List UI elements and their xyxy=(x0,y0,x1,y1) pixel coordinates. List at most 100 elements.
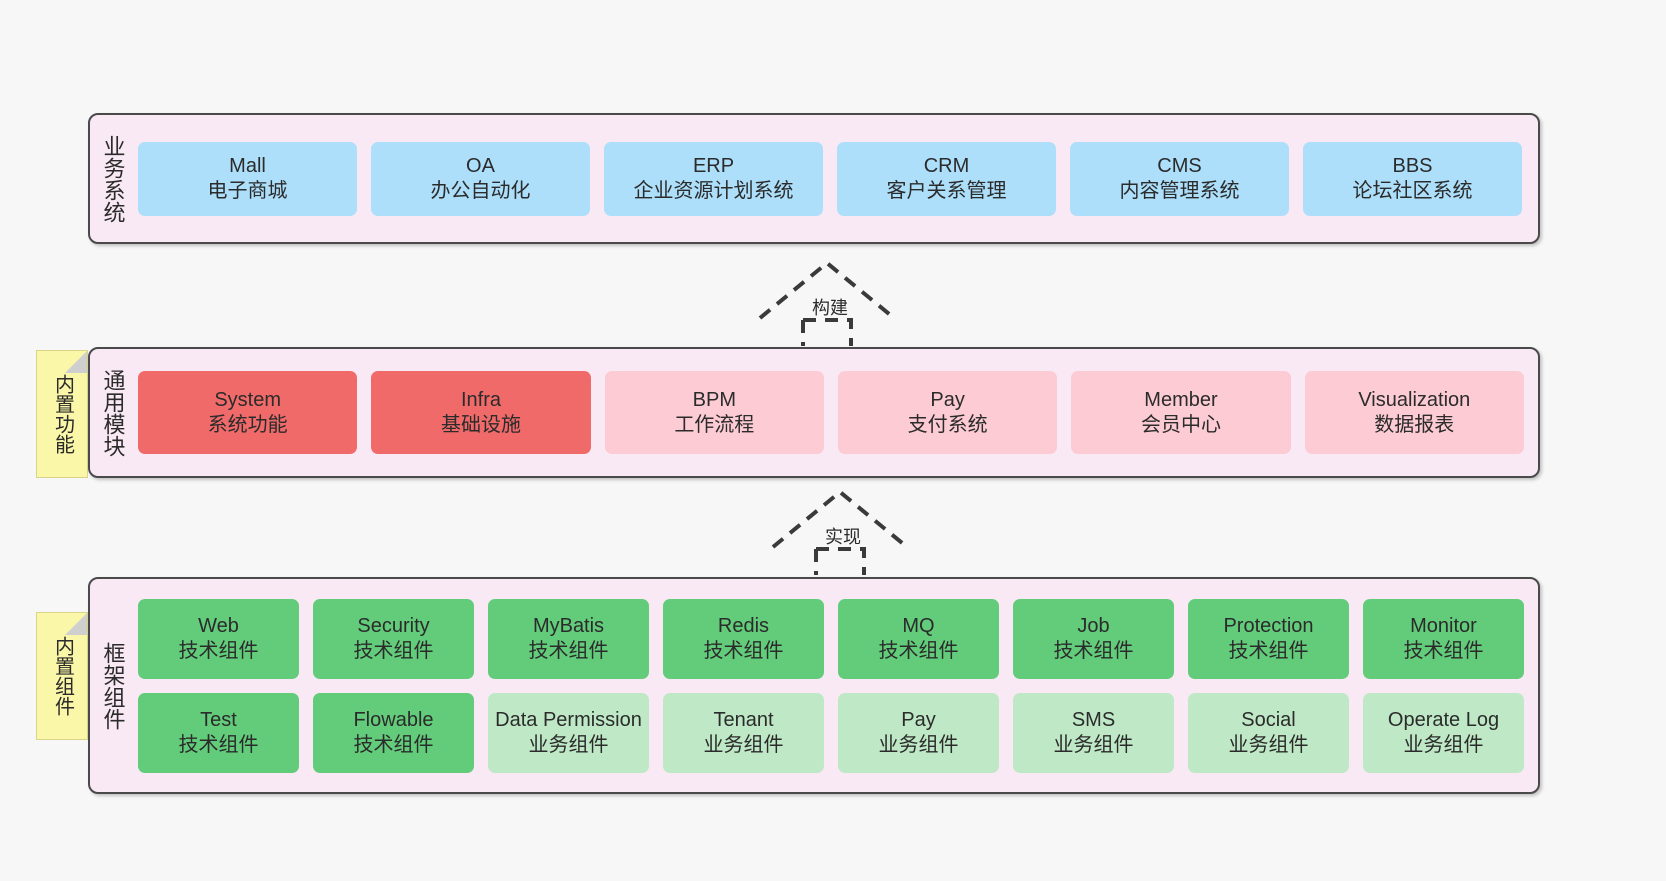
layer-title-business-systems: 业务系统 xyxy=(100,134,126,223)
module-name-en: Operate Log xyxy=(1387,709,1500,732)
connector-stem xyxy=(801,318,853,346)
module-name-cn: 技术组件 xyxy=(353,639,434,662)
module-name-en: MyBatis xyxy=(532,615,605,638)
module-name-cn: 客户关系管理 xyxy=(886,179,1007,202)
note-built-in-components: 内置组件 xyxy=(36,612,88,740)
module-row: Test 技术组件 Flowable 技术组件 Data Permission … xyxy=(138,692,1524,773)
module-box-data-permission[interactable]: Data Permission 业务组件 xyxy=(488,692,649,773)
module-name-cn: 会员中心 xyxy=(1140,413,1221,436)
module-name-cn: 技术组件 xyxy=(878,639,959,662)
module-name-en: Member xyxy=(1144,389,1218,412)
module-name-en: OA xyxy=(466,155,495,178)
module-box-redis[interactable]: Redis 技术组件 xyxy=(663,598,824,679)
module-name-en: Flowable xyxy=(353,709,434,732)
module-box-cms[interactable]: CMS 内容管理系统 xyxy=(1070,141,1289,216)
module-name-cn: 业务组件 xyxy=(703,733,784,756)
module-box-job[interactable]: Job 技术组件 xyxy=(1013,598,1174,679)
module-name-en: System xyxy=(214,389,281,412)
module-box-web[interactable]: Web 技术组件 xyxy=(138,598,299,679)
module-box-operate-log[interactable]: Operate Log 业务组件 xyxy=(1363,692,1524,773)
module-box-member[interactable]: Member 会员中心 xyxy=(1071,371,1291,454)
note-built-in-features: 内置功能 xyxy=(36,350,88,478)
module-name-cn: 支付系统 xyxy=(907,413,988,436)
module-name-cn: 企业资源计划系统 xyxy=(633,179,794,202)
module-name-cn: 技术组件 xyxy=(528,639,609,662)
module-name-en: MQ xyxy=(902,615,935,638)
module-name-cn: 技术组件 xyxy=(178,733,259,756)
layer-body-common-modules: System 系统功能 Infra 基础设施 BPM 工作流程 Pay 支付系统… xyxy=(134,349,1538,476)
module-row: System 系统功能 Infra 基础设施 BPM 工作流程 Pay 支付系统… xyxy=(138,371,1524,454)
module-box-flowable[interactable]: Flowable 技术组件 xyxy=(313,692,474,773)
module-box-test[interactable]: Test 技术组件 xyxy=(138,692,299,773)
module-box-monitor[interactable]: Monitor 技术组件 xyxy=(1363,598,1524,679)
module-box-visualization[interactable]: Visualization 数据报表 xyxy=(1304,371,1524,454)
layer-business-systems: 业务系统 Mall 电子商城 OA 办公自动化 ERP 企业资源计划系统 CRM… xyxy=(88,113,1540,244)
module-name-cn: 业务组件 xyxy=(528,733,609,756)
note-label: 内置功能 xyxy=(51,374,74,454)
module-name-en: CRM xyxy=(923,155,970,178)
module-name-cn: 技术组件 xyxy=(1228,639,1309,662)
module-box-social[interactable]: Social 业务组件 xyxy=(1188,692,1349,773)
module-box-erp[interactable]: ERP 企业资源计划系统 xyxy=(604,141,823,216)
module-box-oa[interactable]: OA 办公自动化 xyxy=(371,141,590,216)
module-name-en: Redis xyxy=(717,615,770,638)
module-box-pay-business[interactable]: Pay 业务组件 xyxy=(838,692,999,773)
module-name-cn: 技术组件 xyxy=(1403,639,1484,662)
module-name-en: Tenant xyxy=(713,709,774,732)
module-box-protection[interactable]: Protection 技术组件 xyxy=(1188,598,1349,679)
module-box-sms[interactable]: SMS 业务组件 xyxy=(1013,692,1174,773)
module-box-tenant[interactable]: Tenant 业务组件 xyxy=(663,692,824,773)
module-name-en: Visualization xyxy=(1358,389,1471,412)
module-name-en: SMS xyxy=(1071,709,1116,732)
module-box-crm[interactable]: CRM 客户关系管理 xyxy=(837,141,1056,216)
module-name-en: Data Permission xyxy=(495,709,642,732)
module-name-cn: 业务组件 xyxy=(1403,733,1484,756)
module-box-mybatis[interactable]: MyBatis 技术组件 xyxy=(488,598,649,679)
layer-body-framework-components: Web 技术组件 Security 技术组件 MyBatis 技术组件 Redi… xyxy=(134,579,1538,792)
module-box-pay[interactable]: Pay 支付系统 xyxy=(837,371,1058,454)
module-name-en: Pay xyxy=(930,389,965,412)
module-row: Mall 电子商城 OA 办公自动化 ERP 企业资源计划系统 CRM 客户关系… xyxy=(138,141,1522,216)
layer-body-business-systems: Mall 电子商城 OA 办公自动化 ERP 企业资源计划系统 CRM 客户关系… xyxy=(134,115,1538,242)
connector-label-implement: 实现 xyxy=(825,527,861,547)
module-name-en: Social xyxy=(1241,709,1296,732)
module-name-en: Monitor xyxy=(1410,615,1477,638)
module-name-cn: 数据报表 xyxy=(1374,413,1455,436)
module-box-security[interactable]: Security 技术组件 xyxy=(313,598,474,679)
module-name-en: Protection xyxy=(1223,615,1314,638)
module-box-bbs[interactable]: BBS 论坛社区系统 xyxy=(1303,141,1522,216)
module-name-en: BBS xyxy=(1392,155,1433,178)
module-box-mq[interactable]: MQ 技术组件 xyxy=(838,598,999,679)
module-name-cn: 技术组件 xyxy=(353,733,434,756)
module-name-en: BPM xyxy=(692,389,736,412)
module-box-mall[interactable]: Mall 电子商城 xyxy=(138,141,357,216)
module-box-system[interactable]: System 系统功能 xyxy=(138,371,358,454)
module-name-en: Job xyxy=(1077,615,1110,638)
arrowhead-chevron xyxy=(758,260,896,320)
connector-build: 构建 xyxy=(755,258,915,346)
layer-framework-components: 框架组件 Web 技术组件 Security 技术组件 MyBatis 技术组件… xyxy=(88,577,1540,794)
note-label: 内置组件 xyxy=(51,636,74,716)
module-name-cn: 办公自动化 xyxy=(430,179,531,202)
module-name-en: Web xyxy=(198,615,239,638)
module-name-cn: 工作流程 xyxy=(674,413,755,436)
module-name-cn: 业务组件 xyxy=(1228,733,1309,756)
module-box-infra[interactable]: Infra 基础设施 xyxy=(371,371,591,454)
module-box-bpm[interactable]: BPM 工作流程 xyxy=(604,371,824,454)
module-name-cn: 内容管理系统 xyxy=(1119,179,1240,202)
layer-title-framework-components: 框架组件 xyxy=(100,641,126,730)
module-name-en: Infra xyxy=(460,389,501,412)
arrowhead-chevron xyxy=(771,489,909,549)
module-name-cn: 基础设施 xyxy=(440,413,521,436)
module-name-en: Security xyxy=(357,615,430,638)
module-name-cn: 技术组件 xyxy=(1053,639,1134,662)
module-name-en: ERP xyxy=(692,155,735,178)
module-name-cn: 技术组件 xyxy=(703,639,784,662)
module-name-cn: 业务组件 xyxy=(878,733,959,756)
module-row: Web 技术组件 Security 技术组件 MyBatis 技术组件 Redi… xyxy=(138,598,1524,679)
module-name-en: Mall xyxy=(229,155,266,178)
module-name-cn: 电子商城 xyxy=(207,179,288,202)
layer-common-modules: 通用模块 System 系统功能 Infra 基础设施 BPM 工作流程 Pay… xyxy=(88,347,1540,478)
module-name-en: CMS xyxy=(1157,155,1202,178)
